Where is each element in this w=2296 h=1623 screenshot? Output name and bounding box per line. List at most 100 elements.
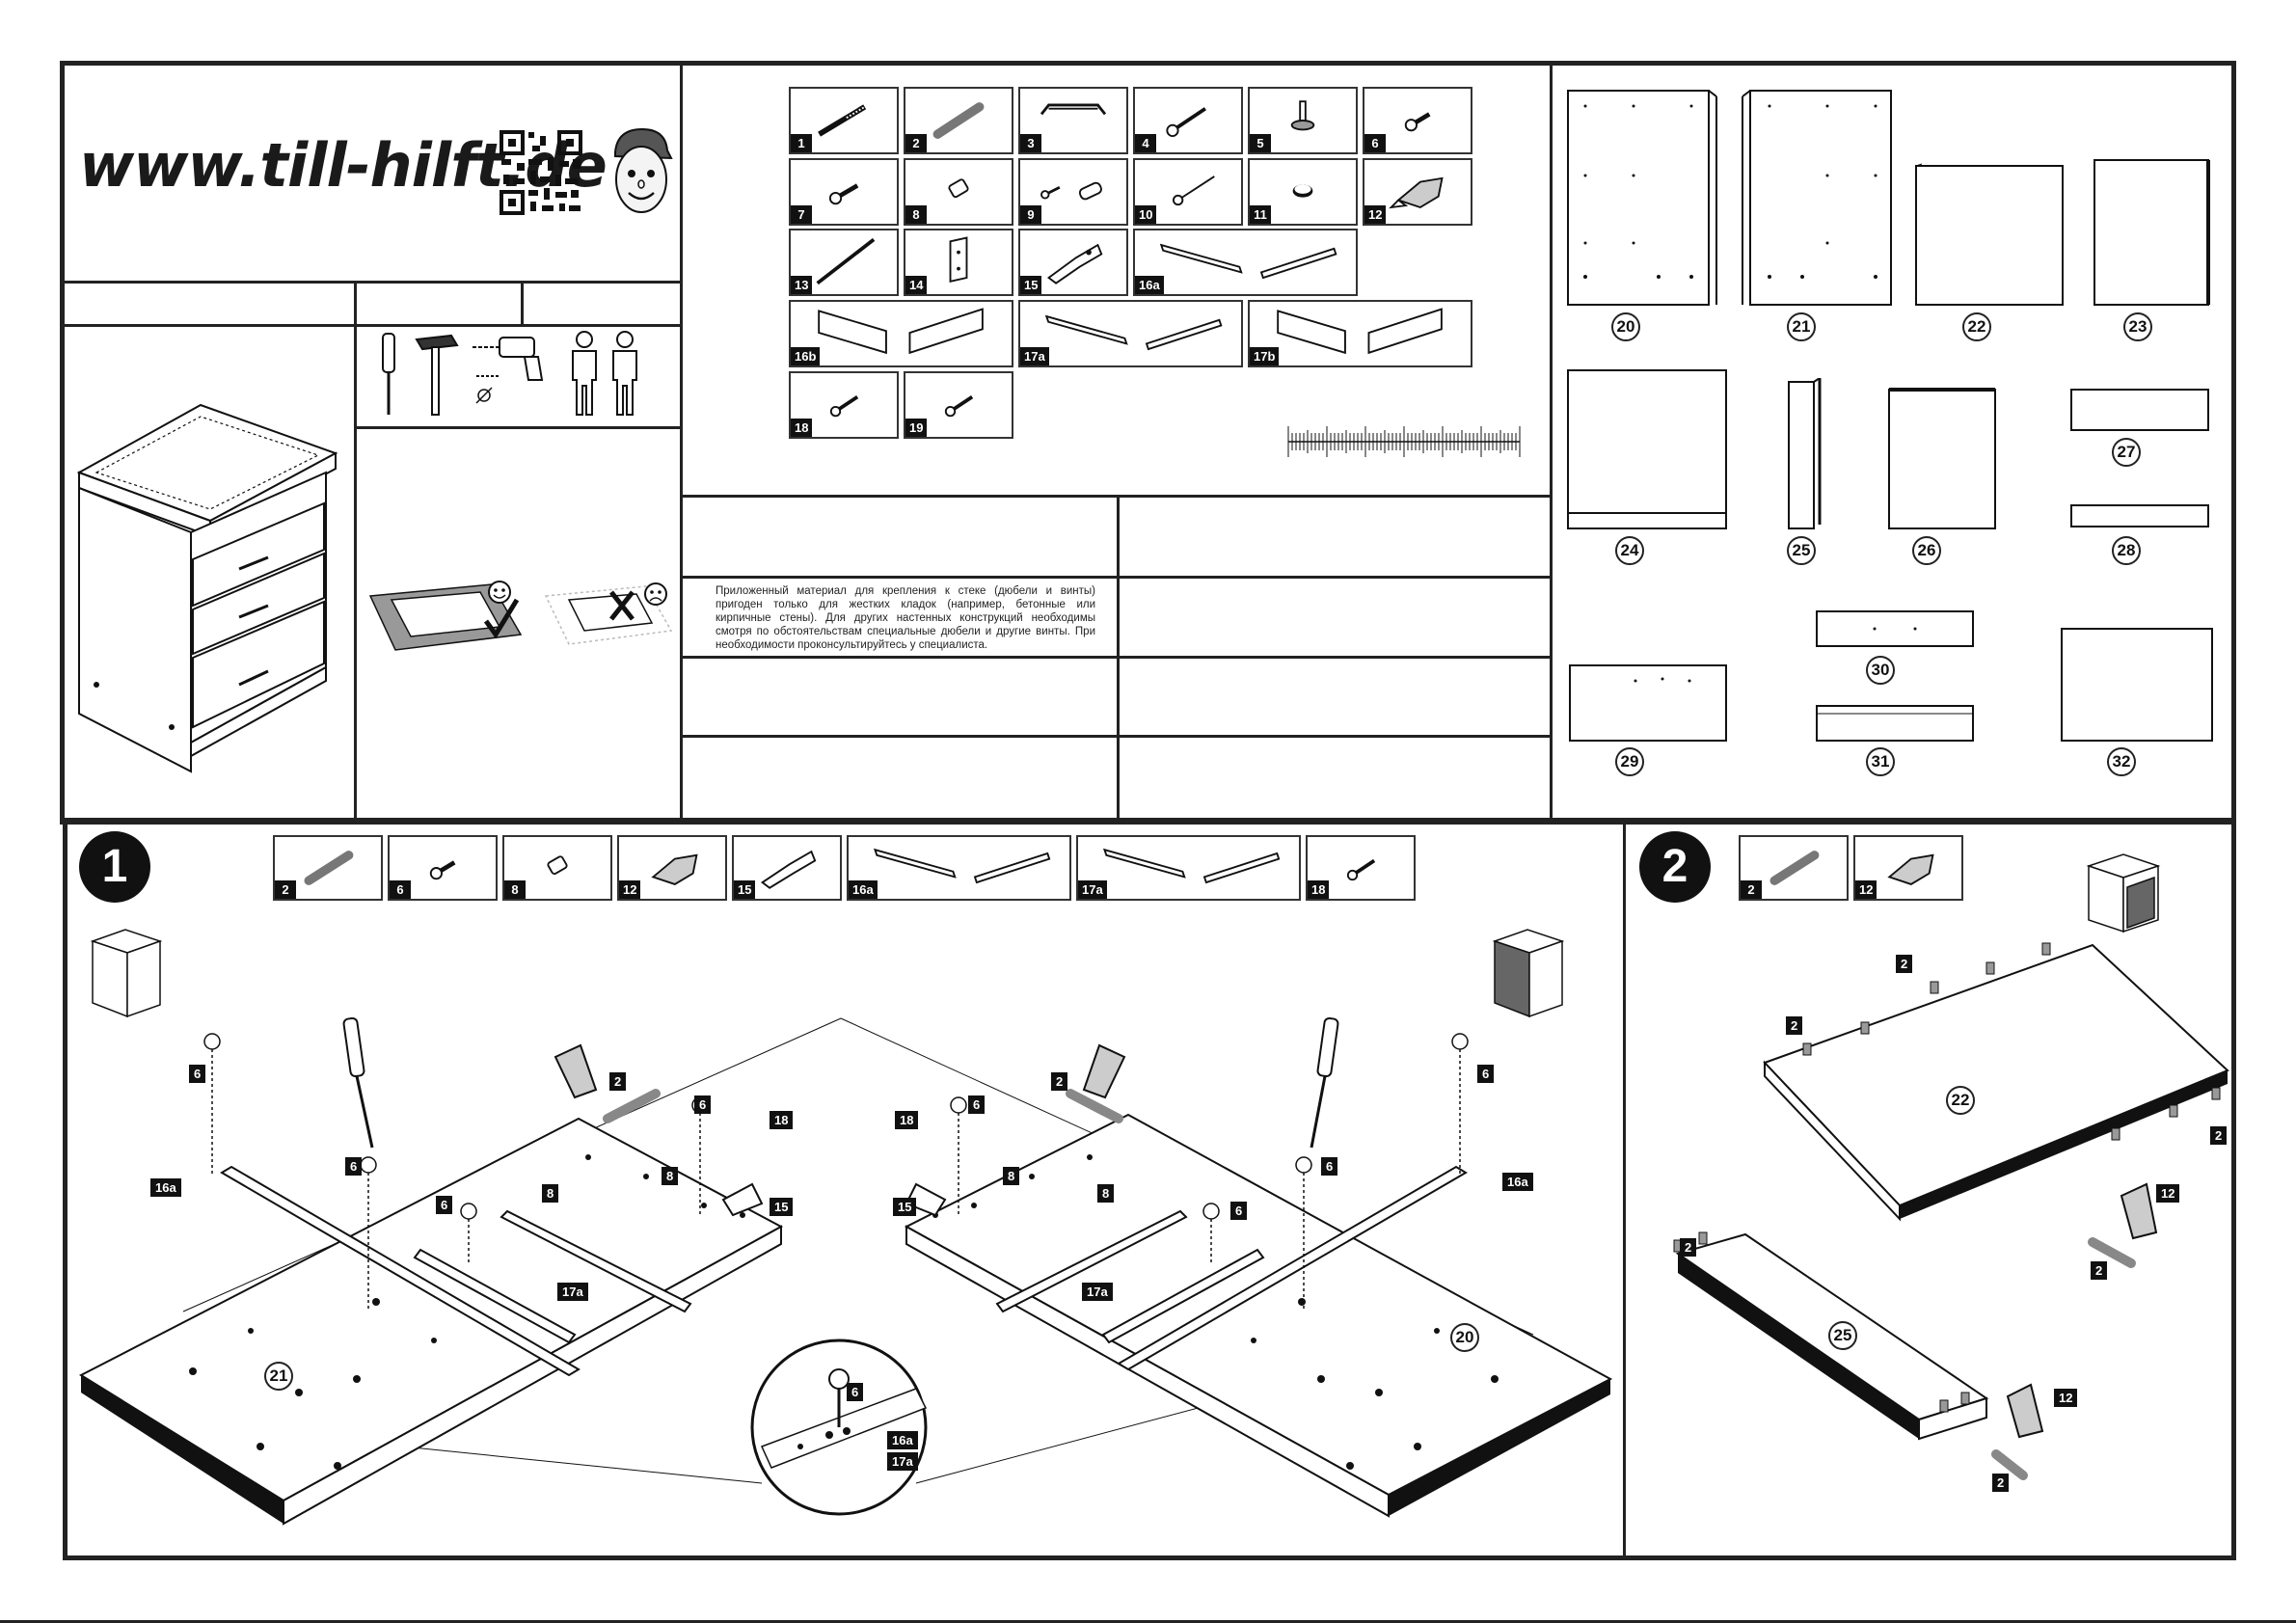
step1-part-16a[interactable]: 16a <box>847 835 1071 901</box>
panel-32-label: 32 <box>2107 747 2136 776</box>
part-18[interactable]: 18 <box>789 371 899 439</box>
divider <box>680 495 1552 498</box>
step1-part-8[interactable]: 8 <box>502 835 612 901</box>
panel-31-drawing <box>1816 705 1974 742</box>
panel-28-label: 28 <box>2112 536 2141 565</box>
part-15[interactable]: 15 <box>1018 229 1128 296</box>
part-19[interactable]: 19 <box>904 371 1013 439</box>
callout: 17a <box>887 1452 918 1471</box>
callout: 6 <box>189 1065 206 1083</box>
step2-part-12[interactable]: 12 <box>1853 835 1963 901</box>
part-10[interactable]: 10 <box>1133 158 1243 226</box>
part-5[interactable]: 5 <box>1248 87 1358 154</box>
part-7[interactable]: 7 <box>789 158 899 226</box>
panel-20-drawing <box>1567 90 1717 306</box>
part-6[interactable]: 6 <box>1363 87 1472 154</box>
panel-21-callout: 21 <box>264 1362 293 1391</box>
callout: 2 <box>609 1072 627 1091</box>
part-12[interactable]: 12 <box>1363 158 1472 226</box>
part-16b[interactable]: 16b <box>789 300 1013 367</box>
callout: 6 <box>345 1157 363 1176</box>
hammer-icon <box>415 334 459 416</box>
callout: 12 <box>2156 1184 2180 1203</box>
step1-part-2[interactable]: 2 <box>273 835 383 901</box>
part-17a[interactable]: 17a <box>1018 300 1243 367</box>
part-14[interactable]: 14 <box>904 229 1013 296</box>
bottom-frame <box>63 818 2236 1560</box>
panel-30-drawing <box>1816 610 1974 647</box>
panel-22-callout: 22 <box>1946 1086 1975 1115</box>
part-2[interactable]: 2 <box>904 87 1013 154</box>
step-2-number: 2 <box>1639 831 1711 903</box>
carpet-bad-icon[interactable] <box>540 567 685 663</box>
panel-23-drawing <box>2093 159 2210 306</box>
part-16a[interactable]: 16a <box>1133 229 1358 296</box>
callout: 2 <box>1992 1474 2010 1492</box>
divider <box>680 576 1552 579</box>
callout: 18 <box>770 1111 794 1129</box>
callout: 17a <box>557 1283 588 1301</box>
callout: 6 <box>847 1383 864 1401</box>
panel-22-label: 22 <box>1962 312 1991 341</box>
ruler-scale <box>1287 426 1521 457</box>
divider <box>354 426 682 429</box>
step1-part-15[interactable]: 15 <box>732 835 842 901</box>
panel-25-drawing <box>1788 378 1822 529</box>
part-3[interactable]: 3 <box>1018 87 1128 154</box>
step1-part-17a[interactable]: 17a <box>1076 835 1301 901</box>
divider <box>1550 61 1553 823</box>
callout: 2 <box>1786 1016 1803 1035</box>
part-17b[interactable]: 17b <box>1248 300 1472 367</box>
panel-24-label: 24 <box>1615 536 1644 565</box>
mascot-face-icon <box>614 127 673 213</box>
divider <box>60 324 682 327</box>
part-4[interactable]: 4 <box>1133 87 1243 154</box>
step2-part-2[interactable]: 2 <box>1739 835 1849 901</box>
callout: 6 <box>968 1096 986 1114</box>
step1-part-18[interactable]: 18 <box>1306 835 1416 901</box>
wall-mount-warning: Приложенный материал для крепления к сте… <box>716 585 1095 651</box>
callout: 8 <box>1003 1167 1020 1185</box>
panel-21-drawing <box>1742 90 1892 306</box>
panel-29-drawing <box>1569 664 1727 742</box>
panel-27-drawing <box>2070 389 2209 431</box>
part-8[interactable]: 8 <box>904 158 1013 226</box>
panel-30-label: 30 <box>1866 656 1895 685</box>
drill-icon <box>473 337 544 404</box>
callout: 17a <box>1082 1283 1113 1301</box>
part-11[interactable]: 11 <box>1248 158 1358 226</box>
panel-26-label: 26 <box>1912 536 1941 565</box>
panel-28-drawing <box>2070 504 2209 527</box>
screwdriver-icon <box>382 333 395 415</box>
carpet-ok-icon[interactable] <box>366 567 530 663</box>
part-1[interactable]: 1 <box>789 87 899 154</box>
panel-26-drawing <box>1888 388 1996 529</box>
callout: 18 <box>895 1111 919 1129</box>
panel-32-drawing <box>2061 628 2213 742</box>
panel-31-label: 31 <box>1866 747 1895 776</box>
step-1-number: 1 <box>79 831 150 903</box>
callout: 6 <box>694 1096 712 1114</box>
two-persons-icon <box>572 331 637 416</box>
callout: 2 <box>1680 1238 1697 1257</box>
part-13[interactable]: 13 <box>789 229 899 296</box>
callout: 15 <box>893 1198 917 1216</box>
callout: 2 <box>2210 1126 2228 1145</box>
divider <box>1623 818 1626 1560</box>
callout: 6 <box>1321 1157 1338 1176</box>
callout: 8 <box>662 1167 679 1185</box>
panel-24-drawing <box>1567 369 1727 529</box>
divider <box>354 281 357 823</box>
divider <box>680 656 1552 659</box>
panel-27-label: 27 <box>2112 438 2141 467</box>
step1-part-12[interactable]: 12 <box>617 835 727 901</box>
step1-part-6[interactable]: 6 <box>388 835 498 901</box>
qr-code-icon <box>500 130 582 215</box>
callout: 8 <box>1097 1184 1115 1203</box>
panel-20-callout: 20 <box>1450 1323 1479 1352</box>
part-9[interactable]: 9 <box>1018 158 1128 226</box>
panel-21-label: 21 <box>1787 312 1816 341</box>
callout: 6 <box>436 1196 453 1214</box>
step-2-assembly-drawing <box>1673 853 2229 1480</box>
callout: 2 <box>2091 1261 2108 1280</box>
